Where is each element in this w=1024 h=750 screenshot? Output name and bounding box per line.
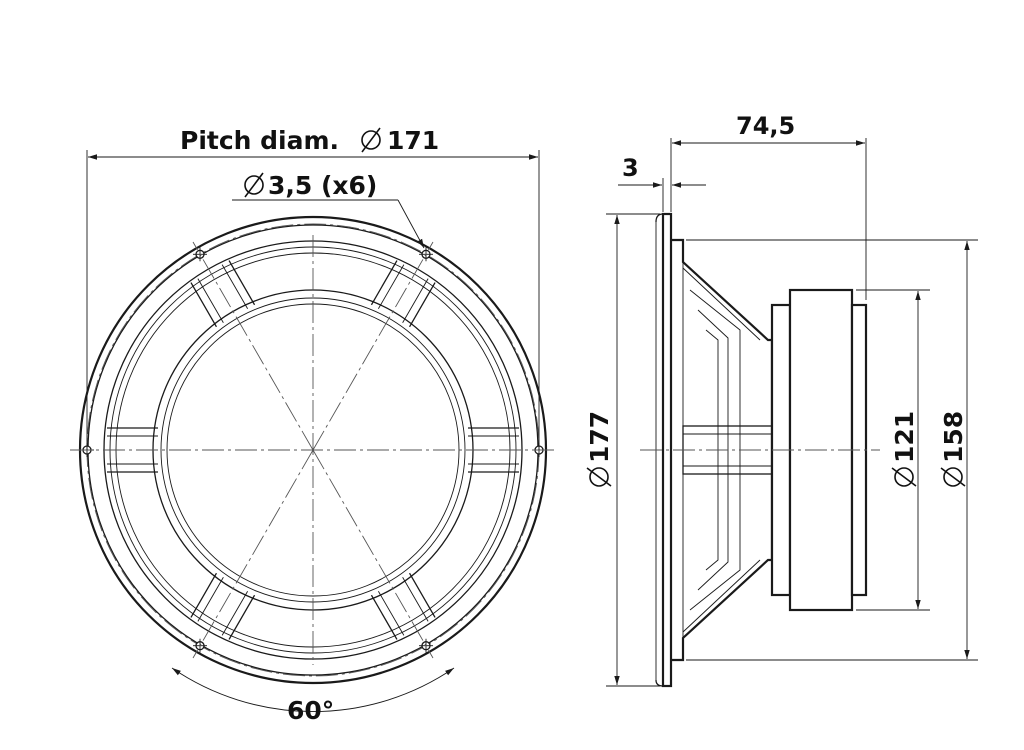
hole-diameter-value: 3,5 (x6): [268, 171, 377, 200]
basket-diameter-label-group: 158: [939, 411, 968, 487]
spoke-edge: [190, 282, 218, 328]
spoke-edge: [228, 260, 256, 306]
basket-spokes: [107, 260, 519, 640]
dimension-labels: Pitch diam. 171 3,5 (x6) 60° 74,5 3 177: [180, 112, 968, 725]
basket-spoke: [190, 260, 256, 328]
spoke-edge: [197, 278, 224, 323]
diameter-symbol-icon: [891, 467, 917, 487]
flange-thickness-label: 3: [622, 154, 639, 182]
flange-lip-ends: [655, 213, 664, 687]
outer-diameter-label-group: 177: [585, 411, 614, 487]
basket-diameter-value: 158: [939, 411, 968, 463]
diameter-symbol-icon: [244, 172, 264, 198]
spoke-edge: [370, 260, 398, 306]
spoke-edge: [377, 264, 405, 309]
basket-spoke: [468, 427, 519, 473]
basket-spoke: [190, 572, 256, 640]
spoke-edge: [190, 572, 218, 618]
spoke-edge: [228, 594, 256, 640]
spoke-edge: [370, 594, 398, 640]
front-view: [70, 150, 556, 712]
basket-spoke: [370, 260, 436, 328]
spoke-edge: [402, 278, 429, 323]
diameter-symbol-icon: [940, 467, 966, 487]
basket-spoke: [107, 427, 158, 473]
magnet-diameter-label-group: 121: [890, 411, 919, 487]
outer-diameter-value: 177: [585, 411, 614, 463]
diameter-symbol-icon: [361, 127, 381, 153]
spoke-edge: [402, 577, 429, 622]
hole-radial-line-right: [312, 449, 434, 659]
spoke-edge: [408, 572, 436, 618]
angle-arc: [171, 667, 455, 712]
spoke-edge: [408, 282, 436, 328]
spoke-edge: [221, 264, 249, 309]
hole-leader-arrow: [397, 199, 425, 249]
hole-radial-line-top-right: [312, 241, 434, 451]
spoke-edge: [377, 591, 405, 636]
side-view: [606, 138, 978, 688]
spoke-edge: [221, 591, 249, 636]
spoke-edge: [197, 577, 224, 622]
hole-angle-label: 60°: [287, 696, 334, 725]
hole-radial-line-left: [192, 449, 314, 659]
pitch-diameter-label: Pitch diam.: [180, 126, 339, 155]
depth-label: 74,5: [736, 112, 795, 140]
basket-strut-lines: [682, 267, 761, 633]
basket-spoke: [370, 572, 436, 640]
magnet-diameter-value: 121: [890, 411, 919, 463]
pitch-diameter-value: 171: [387, 126, 439, 155]
diameter-symbol-icon: [586, 467, 612, 487]
hole-radial-line-top-left: [192, 241, 314, 451]
